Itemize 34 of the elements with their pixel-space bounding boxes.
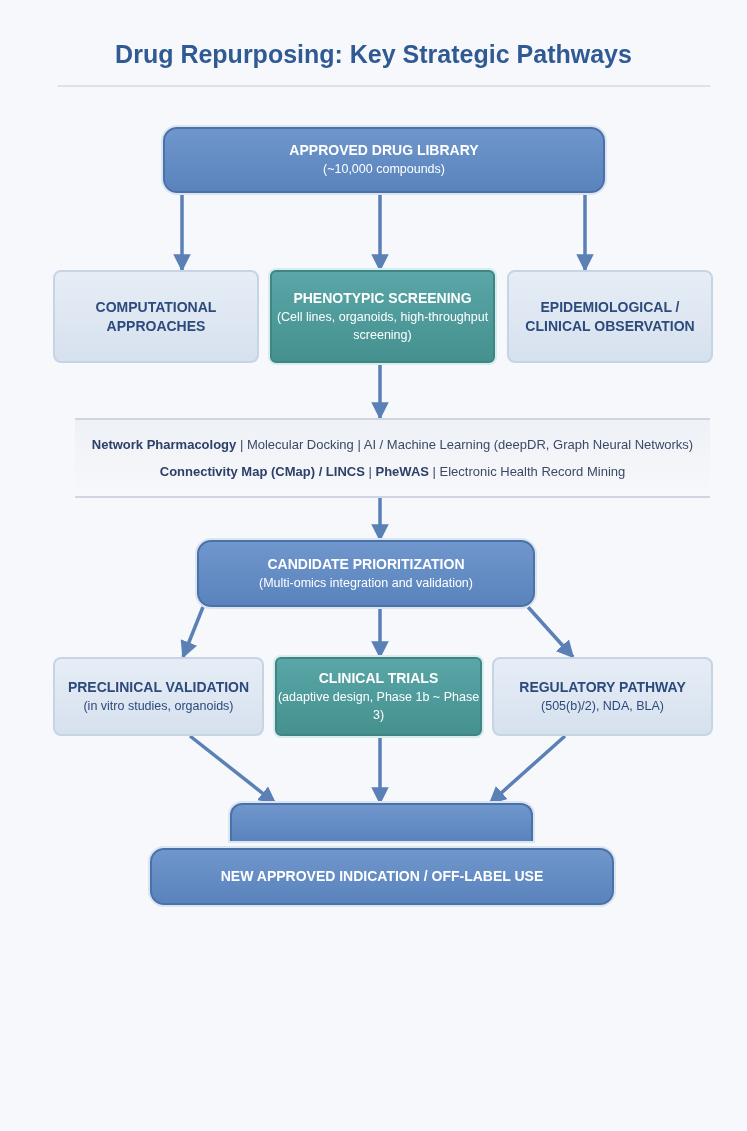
arrow xyxy=(371,363,389,420)
box-heading: COMPUTATIONAL APPROACHES xyxy=(94,297,218,336)
box-detail: (~10,000 compounds) xyxy=(323,161,445,179)
box-heading: PRECLINICAL VALIDATION xyxy=(67,678,250,697)
arrow xyxy=(173,193,191,272)
process-box xyxy=(197,540,535,607)
box-detail: (Multi-omics integration and validation) xyxy=(259,574,473,592)
box-heading: APPROVED DRUG LIBRARY xyxy=(289,141,479,161)
box-heading: PHENOTYPIC SCREENING xyxy=(293,288,472,308)
bar-shape xyxy=(230,803,533,841)
box-heading: CANDIDATE PRIORITIZATION xyxy=(267,555,465,574)
box-detail: (in vitro studies, organoids) xyxy=(83,697,234,715)
method-band xyxy=(75,418,710,498)
box-detail: (505(b)/2), NDA, BLA) xyxy=(541,697,664,715)
method-list: Connectivity Map (CMap) / LINCS | PheWAS | Electronic Health Record Mining xyxy=(75,458,710,485)
box-heading: EPIDEMIOLOGICAL / CLINICAL OBSERVATION xyxy=(524,297,696,336)
process-box xyxy=(163,127,605,193)
process-box xyxy=(150,848,614,905)
method-list: Network Pharmacology | Molecular Docking | AI / Machine Learning (deepDR, Graph Neural Networks) xyxy=(75,431,710,458)
box-detail: (Cell lines, organoids, high-throughput screening) xyxy=(275,308,490,344)
process-box xyxy=(275,657,482,736)
process-box xyxy=(507,270,713,363)
box-heading: CLINICAL TRIALS xyxy=(318,668,439,688)
process-box xyxy=(270,270,495,363)
process-box xyxy=(492,657,713,736)
box-heading: REGULATORY PATHWAY xyxy=(519,678,686,697)
arrow xyxy=(180,606,205,659)
process-box xyxy=(53,657,264,736)
arrow xyxy=(576,193,594,272)
process-box xyxy=(53,270,259,363)
box-detail: (adaptive design, Phase 1b ~ Phase 3) xyxy=(277,688,480,724)
box-heading: NEW APPROVED INDICATION / OFF-LABEL USE xyxy=(220,867,544,886)
diagram-title: Drug Repurposing: Key Strategic Pathways xyxy=(114,40,633,69)
arrow xyxy=(526,605,575,659)
